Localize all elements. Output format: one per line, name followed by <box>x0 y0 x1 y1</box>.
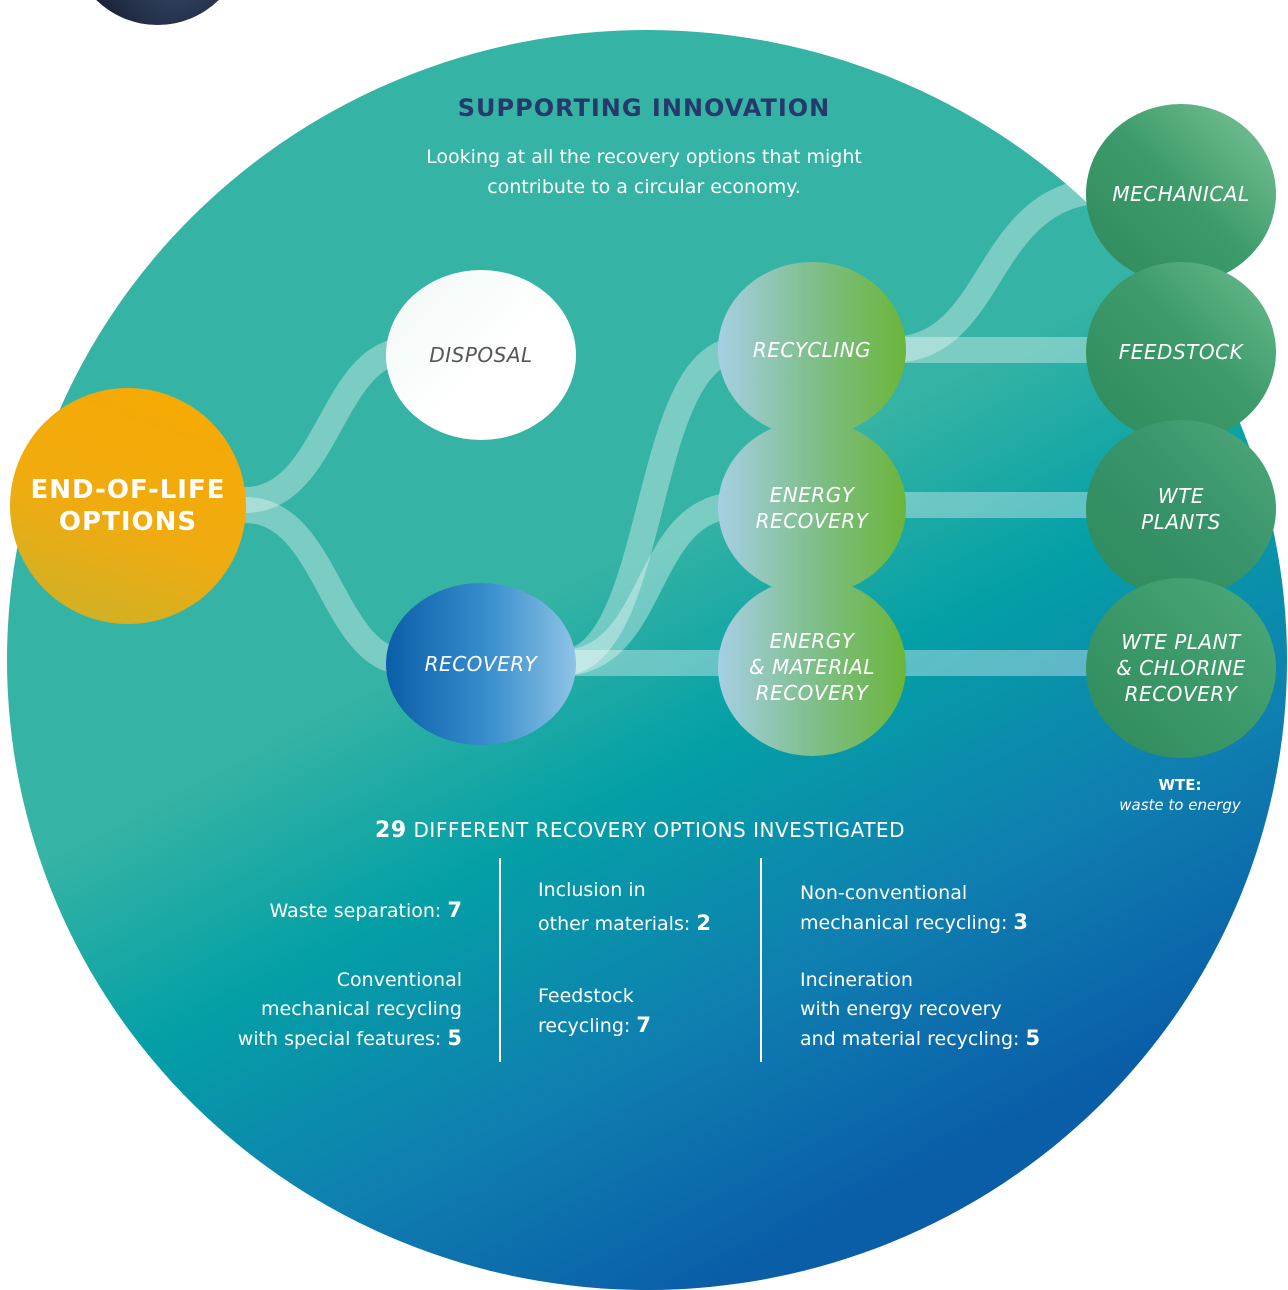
wtecl-line-1: WTE PLANT <box>1121 630 1241 654</box>
recycling-label: RECYCLING <box>752 337 872 362</box>
feedstock-line-2: recycling: <box>538 1015 631 1037</box>
wte-plants-node: WTE PLANTS <box>1086 420 1276 598</box>
conventional-line-3: with special features: <box>237 1028 442 1050</box>
waste-separation-value: 7 <box>447 898 462 922</box>
summary-line: 29 DIFFERENT RECOVERY OPTIONS INVESTIGAT… <box>240 818 1040 843</box>
wte-chlorine-node: WTE PLANT & CHLORINE RECOVERY <box>1086 578 1276 758</box>
footnote-definition: waste to energy <box>1119 795 1241 814</box>
wtecl-line-2: & CHLORINE <box>1116 656 1246 680</box>
incin-line-2: with energy recovery <box>800 998 1002 1020</box>
stat-incineration: Incineration with energy recovery and ma… <box>800 966 1100 1054</box>
emr-line-3: RECOVERY <box>755 681 869 705</box>
wtecl-line-3: RECOVERY <box>1124 682 1238 706</box>
energy-material-recovery-node: ENERGY & MATERIAL RECOVERY <box>718 578 906 756</box>
subtitle-line-2: contribute to a circular economy. <box>487 176 801 199</box>
incin-line-1: Incineration <box>800 969 913 991</box>
inclusion-value: 2 <box>696 911 711 935</box>
subtitle-line-1: Looking at all the recovery options that… <box>426 146 862 168</box>
inclusion-line-1: Inclusion in <box>538 879 646 901</box>
summary-count: 29 <box>375 818 407 843</box>
wte-line-2: PLANTS <box>1141 510 1221 534</box>
waste-separation-label: Waste separation: <box>269 900 442 922</box>
incin-value: 5 <box>1025 1026 1041 1050</box>
energy-recovery-line-2: RECOVERY <box>755 508 869 533</box>
stat-waste-separation: Waste separation: 7 <box>170 896 462 926</box>
incin-line-3: and material recycling: <box>800 1028 1020 1050</box>
wte-footnote: WTE: waste to energy <box>1090 776 1270 815</box>
page-title: SUPPORTING INNOVATION <box>457 94 831 122</box>
main-circle <box>7 30 1287 1290</box>
conventional-line-1: Conventional <box>336 969 462 991</box>
end-of-life-line-2: OPTIONS <box>58 507 198 537</box>
feedstock-node: FEEDSTOCK <box>1086 262 1276 442</box>
divider-right <box>760 858 762 1062</box>
summary-label: DIFFERENT RECOVERY OPTIONS INVESTIGATED <box>413 818 905 842</box>
wte-line-1: WTE <box>1157 484 1205 508</box>
flow-eol-disposal <box>232 337 423 513</box>
inclusion-line-2: other materials: <box>538 913 691 935</box>
feedstock-line-1: Feedstock <box>538 985 634 1007</box>
flow-eol-recovery <box>232 497 423 676</box>
recovery-node: RECOVERY <box>386 583 576 745</box>
footnote-term: WTE: <box>1158 776 1202 794</box>
disposal-label: DISPOSAL <box>429 343 533 367</box>
stat-conventional: Conventional mechanical recycling with s… <box>170 966 462 1054</box>
nonconv-line-2: mechanical recycling: <box>800 912 1008 934</box>
conventional-value: 5 <box>447 1026 462 1050</box>
recycling-node: RECYCLING <box>718 262 906 437</box>
emr-line-2: & MATERIAL <box>749 655 875 679</box>
nonconv-value: 3 <box>1013 910 1029 934</box>
energy-recovery-node: ENERGY RECOVERY <box>718 420 906 595</box>
conventional-line-2: mechanical recycling <box>261 998 462 1020</box>
flow-recovery-recycling <box>547 337 753 676</box>
stat-inclusion: Inclusion in other materials: 2 <box>538 876 748 939</box>
emr-line-1: ENERGY <box>769 629 855 653</box>
flow-recycling-mechanical <box>877 177 1123 363</box>
nonconv-line-1: Non-conventional <box>800 882 968 904</box>
flow-recovery-energy <box>547 492 753 676</box>
divider-left <box>499 858 501 1062</box>
stat-nonconventional: Non-conventional mechanical recycling: 3 <box>800 879 1100 938</box>
stat-feedstock: Feedstock recycling: 7 <box>538 982 748 1041</box>
page-subtitle: Looking at all the recovery options that… <box>344 142 944 203</box>
mechanical-label: MECHANICAL <box>1112 182 1250 206</box>
feedstock-label: FEEDSTOCK <box>1118 340 1244 364</box>
mechanical-node: MECHANICAL <box>1086 104 1276 284</box>
energy-recovery-line-1: ENERGY <box>769 482 855 507</box>
end-of-life-line-1: END-OF-LIFE <box>30 474 226 505</box>
feedstock-value: 7 <box>636 1013 651 1037</box>
recovery-label: RECOVERY <box>424 652 538 676</box>
disposal-node: DISPOSAL <box>386 270 576 440</box>
end-of-life-node: END-OF-LIFE OPTIONS <box>10 388 246 624</box>
